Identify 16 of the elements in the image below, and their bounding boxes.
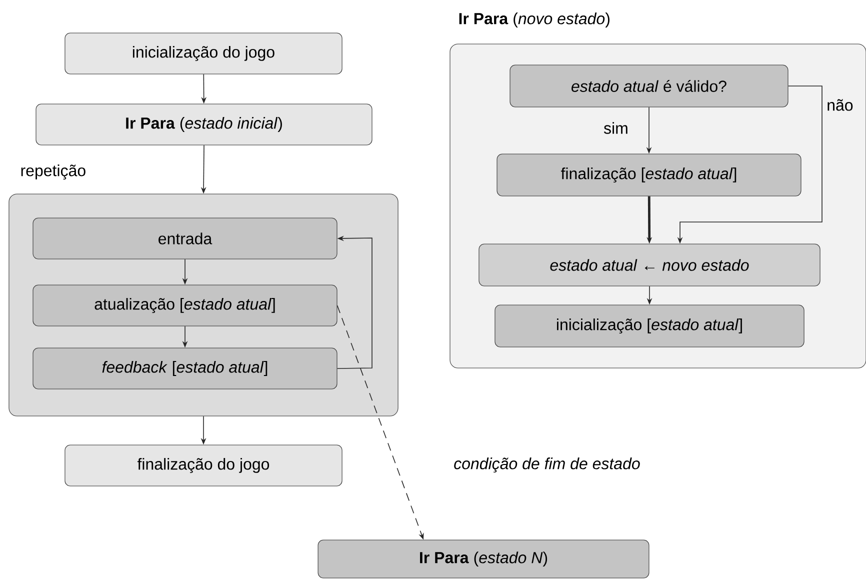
- node-label: repetição: [21, 164, 86, 180]
- process-box: atualização [estado atual]: [32, 284, 338, 326]
- process-box: estado atual ← novo estado: [478, 244, 820, 286]
- process-box: feedback [estado atual]: [32, 348, 338, 390]
- process-box: entrada: [32, 218, 338, 260]
- process-box: finalização do jogo: [64, 444, 342, 486]
- edge-label: condição de fim de estado: [454, 458, 640, 472]
- node-label: Ir Para (novo estado): [459, 12, 610, 28]
- edge-label: não: [828, 99, 853, 111]
- edge-label: sim: [604, 122, 628, 134]
- process-box: inicialização do jogo: [64, 32, 342, 74]
- process-box: Ir Para (estado N): [318, 540, 650, 578]
- process-box: inicialização [estado atual]: [494, 304, 804, 348]
- process-box: finalização [estado atual]: [496, 154, 802, 196]
- process-box: Ir Para (estado inicial): [36, 104, 372, 146]
- decision-box: estado atual é válido?: [510, 64, 788, 108]
